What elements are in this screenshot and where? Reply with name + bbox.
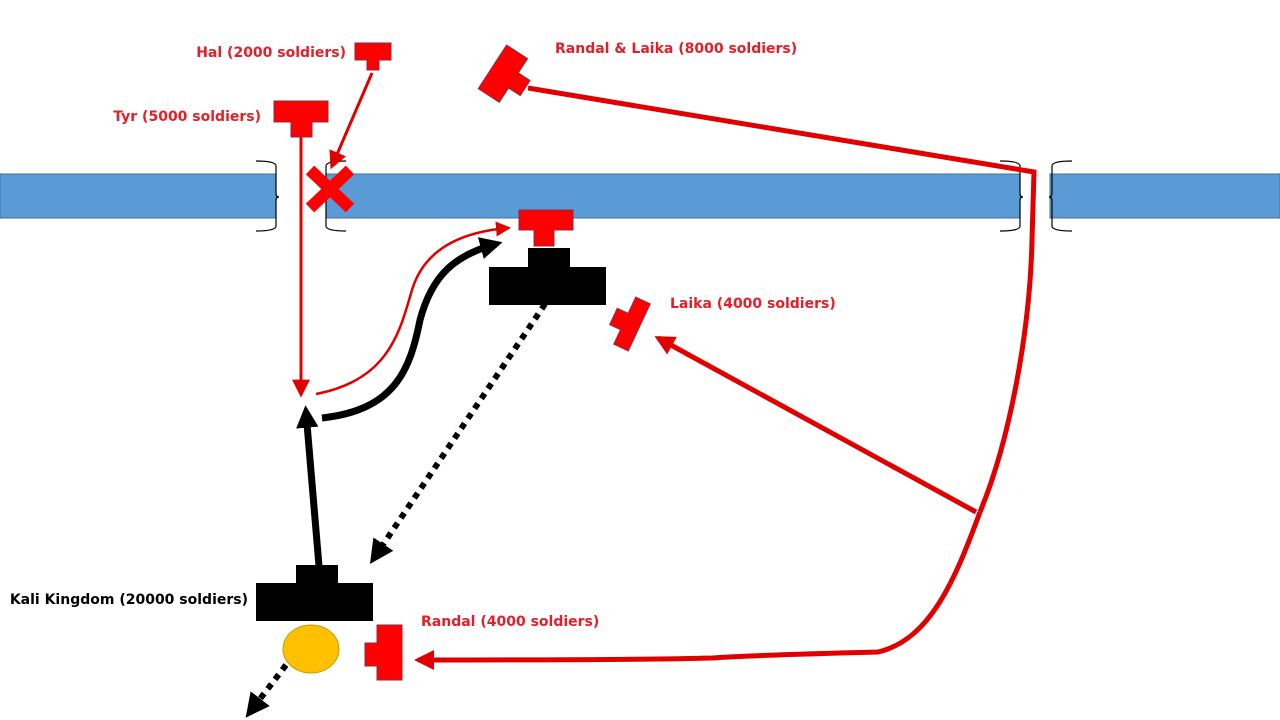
river-segment-middle xyxy=(325,173,1021,219)
tyr-unit-icon xyxy=(273,100,329,138)
treasure-icon xyxy=(282,624,340,674)
bridge-brackets-right xyxy=(999,160,1073,232)
label-laika: Laika (4000 soldiers) xyxy=(670,296,836,312)
laika-attack-arrow xyxy=(654,335,978,515)
bracket-right-b xyxy=(1048,160,1073,232)
randal-laika-unit-icon xyxy=(477,44,531,103)
hal-advance-arrow xyxy=(329,72,374,170)
label-tyr: Tyr (5000 soldiers) xyxy=(113,109,261,125)
blocked-crossing-x-icon xyxy=(305,165,355,213)
randal-attack-arrow xyxy=(414,511,983,670)
label-kali: Kali Kingdom (20000 soldiers) xyxy=(10,592,248,608)
tyr-flank-arrow xyxy=(315,221,511,396)
randal-unit-icon xyxy=(364,624,403,681)
river xyxy=(0,173,1280,219)
label-randal-laika: Randal & Laika (8000 soldiers) xyxy=(555,41,797,57)
river-segment-left xyxy=(0,173,277,219)
kali-advance-arrow xyxy=(296,405,323,567)
label-randal: Randal (4000 soldiers) xyxy=(421,614,599,630)
ally-forward-unit-icon xyxy=(518,209,574,247)
laika-unit-icon xyxy=(608,296,651,352)
kali-forward-unit-icon xyxy=(489,248,606,305)
randal-laika-route xyxy=(527,85,1037,513)
kali-flank-arrow xyxy=(321,237,503,422)
label-hal: Hal (2000 soldiers) xyxy=(196,45,346,61)
bracket-right-a xyxy=(999,160,1024,232)
bracket-left-a xyxy=(255,160,280,232)
treasure-retreat-dotted-arrow xyxy=(245,663,289,718)
river-segment-right xyxy=(1049,173,1280,219)
enemy-retreat-dotted-arrow xyxy=(369,302,548,564)
hal-unit-icon xyxy=(354,42,392,71)
kali-main-unit-icon xyxy=(256,565,373,621)
